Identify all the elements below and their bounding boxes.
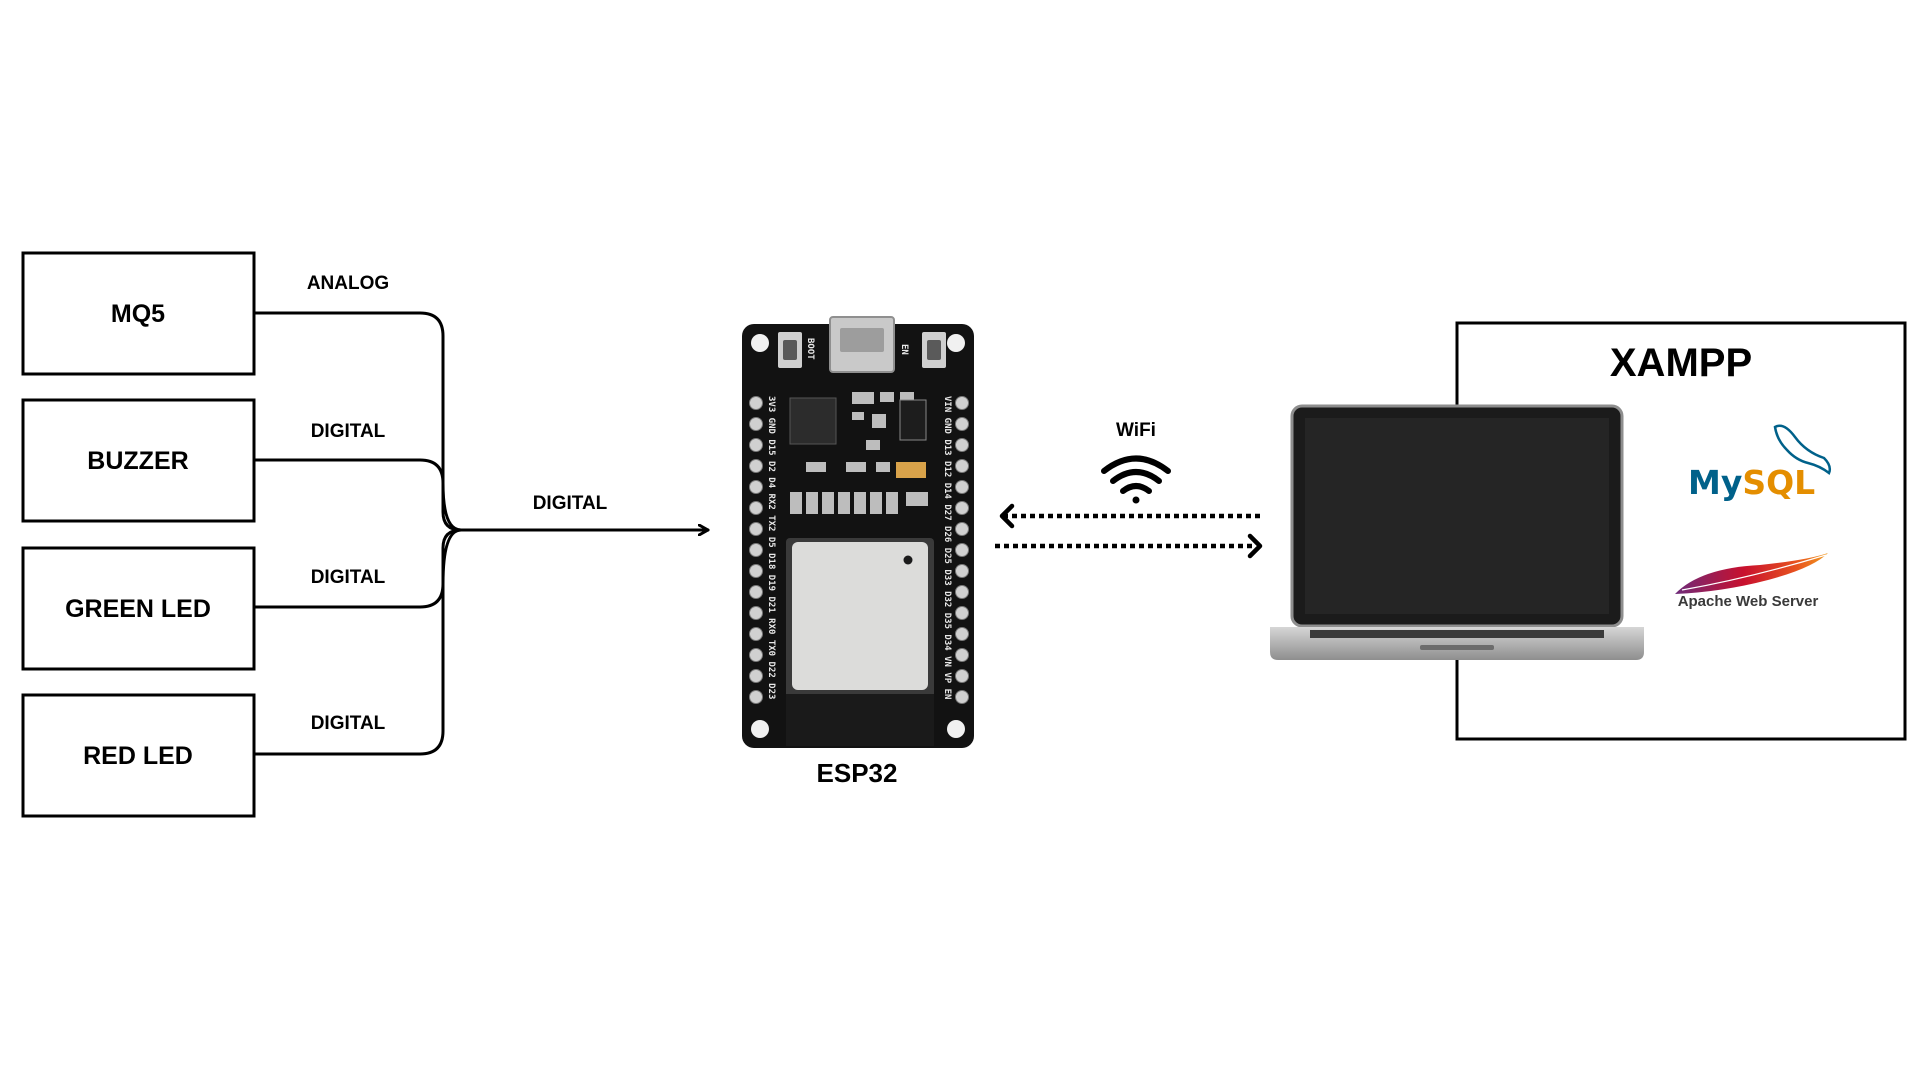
xampp-title: XAMPP — [1610, 341, 1752, 385]
buzzer-label: BUZZER — [87, 447, 188, 475]
input-red-led: RED LED — [21, 693, 256, 818]
header-pin — [955, 438, 969, 452]
mysql-label: MySQL — [1688, 463, 1815, 502]
header-pin — [749, 627, 763, 641]
wifi-icon — [1101, 455, 1171, 504]
green-led-signal-label: DIGITAL — [311, 567, 386, 588]
header-pin — [955, 690, 969, 704]
right-header-pins — [955, 396, 969, 704]
red-led-connector — [252, 528, 463, 756]
esp32-label: ESP32 — [817, 758, 898, 788]
header-pin — [955, 396, 969, 410]
input-green-led: GREEN LED — [21, 546, 256, 671]
red-led-label: RED LED — [83, 742, 193, 770]
mount-hole-tr — [947, 334, 965, 352]
header-pin — [749, 480, 763, 494]
buzzer-connector — [252, 458, 463, 532]
left-header-pins — [749, 396, 763, 704]
dolphin-icon — [1773, 424, 1832, 475]
header-pin — [955, 480, 969, 494]
left-pin-labels: 3V3 GND D15 D2 D4 RX2 TX2 D5 D18 D19 D21… — [766, 396, 776, 699]
header-pin — [749, 543, 763, 557]
esp32-board: BOOT EN 3V3 GND D15 D2 D4 RX2 TX2 D5 D18… — [742, 316, 974, 748]
laptop-screen — [1305, 418, 1609, 614]
header-pin — [955, 501, 969, 515]
input-mq5: MQ5 — [21, 251, 256, 376]
bus-signal-label: DIGITAL — [533, 493, 608, 514]
input-buzzer: BUZZER — [21, 398, 256, 523]
mq5-label: MQ5 — [111, 300, 165, 328]
mount-hole-bl — [751, 720, 769, 738]
header-pin — [955, 669, 969, 683]
red-led-signal-label: DIGITAL — [311, 713, 386, 734]
header-pin — [955, 585, 969, 599]
buzzer-signal-label: DIGITAL — [311, 421, 386, 442]
header-pin — [955, 606, 969, 620]
header-pin — [749, 648, 763, 662]
header-pin — [955, 543, 969, 557]
header-pin — [955, 648, 969, 662]
apache-label: Apache Web Server — [1678, 593, 1819, 610]
header-pin — [749, 396, 763, 410]
header-pin — [749, 585, 763, 599]
green-led-label: GREEN LED — [65, 595, 211, 623]
mq5-signal-label: ANALOG — [307, 273, 389, 294]
smd-components — [790, 392, 928, 514]
module-shield — [792, 542, 928, 690]
header-pin — [955, 417, 969, 431]
header-pin — [955, 564, 969, 578]
antenna-area — [786, 694, 934, 746]
mount-hole-br — [947, 720, 965, 738]
header-pin — [955, 522, 969, 536]
buzzer-box — [21, 398, 256, 523]
green-led-box — [21, 546, 256, 671]
header-pin — [749, 669, 763, 683]
wifi-label: WiFi — [1116, 420, 1156, 441]
boot-button-label: BOOT — [805, 338, 815, 360]
mq5-connector — [252, 311, 463, 532]
header-pin — [955, 459, 969, 473]
en-button-label: EN — [899, 344, 909, 355]
apache-logo: Apache Web Server — [1675, 553, 1828, 610]
header-pin — [749, 417, 763, 431]
usb-uart-chip — [789, 397, 837, 445]
header-pin — [749, 438, 763, 452]
right-pin-labels: VIN GND D13 D12 D14 D27 D26 D25 D33 D32 … — [942, 396, 952, 699]
header-pin — [749, 564, 763, 578]
laptop-icon — [1270, 404, 1644, 660]
wifi-link-arrows — [995, 503, 1264, 559]
header-pin — [955, 627, 969, 641]
header-pin — [749, 522, 763, 536]
mq5-box — [21, 251, 256, 376]
header-pin — [749, 459, 763, 473]
header-pin — [749, 606, 763, 620]
mount-hole-tl — [751, 334, 769, 352]
mysql-logo: MySQL — [1688, 424, 1832, 502]
header-pin — [749, 690, 763, 704]
header-pin — [749, 501, 763, 515]
